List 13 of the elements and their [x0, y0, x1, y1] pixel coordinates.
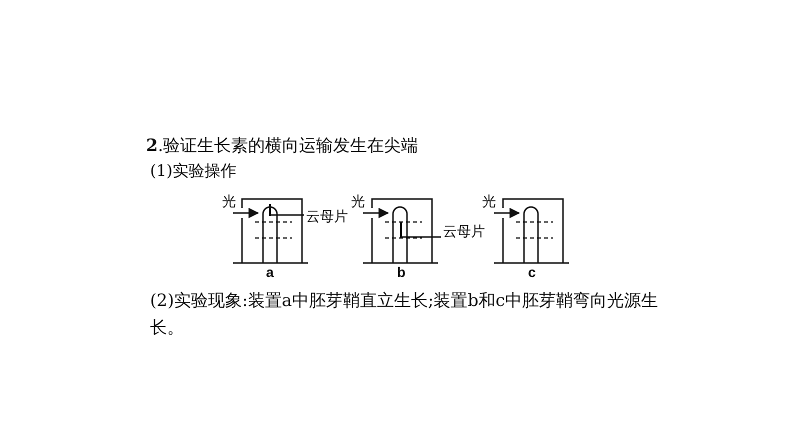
- setup-label: b: [397, 264, 406, 281]
- light-label: 光: [222, 194, 236, 211]
- setup-label: a: [266, 264, 274, 281]
- light-label: 光: [482, 194, 496, 211]
- leader-line: [271, 214, 304, 216]
- setup-label: c: [528, 264, 536, 281]
- section-heading: 2.验证生长素的横向运输发生在尖端: [146, 136, 418, 156]
- leader-line: [402, 236, 441, 238]
- subheading: (1)实验操作: [150, 161, 237, 180]
- part-label: 云母片: [443, 224, 485, 241]
- result-paragraph: (2)实验现象:装置a中胚芽鞘直立生长;装置b和c中胚芽鞘弯向光源生长。: [150, 290, 660, 340]
- part-label: 云母片: [306, 209, 348, 226]
- light-label: 光: [351, 194, 365, 211]
